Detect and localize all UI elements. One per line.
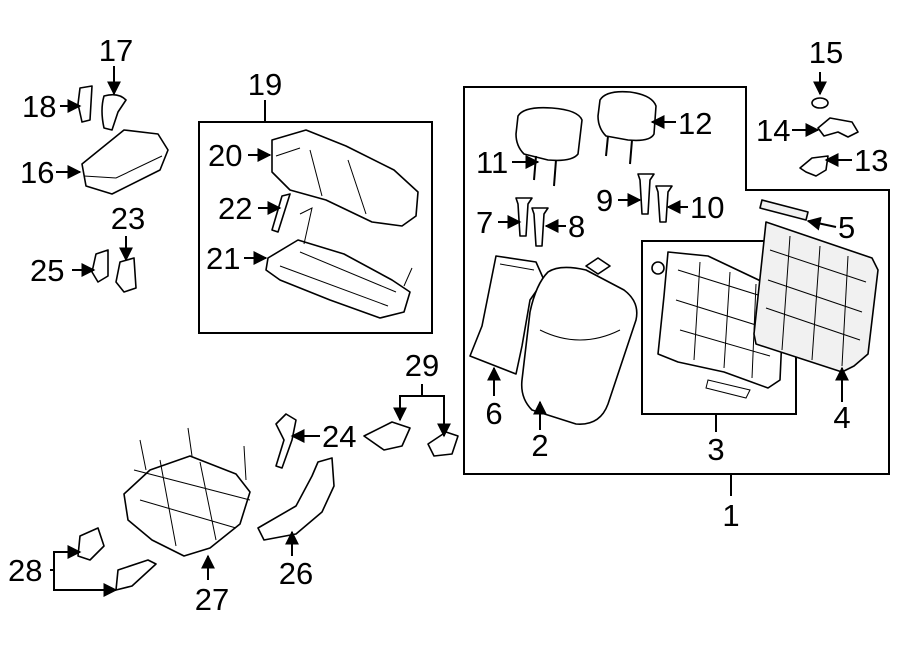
seat-track-27-part [123, 455, 251, 557]
leader-28a [50, 545, 82, 571]
pad-16-edge [83, 155, 163, 179]
headrest-12-post-b [629, 139, 633, 165]
callout-23: 23 [111, 201, 145, 236]
side-trim-6-detail [499, 263, 535, 271]
seatback-cover-2-part [520, 266, 638, 425]
callout-16: 16 [20, 155, 54, 190]
cushion-frame-21-hooks [299, 207, 413, 287]
trim-22-part [271, 193, 291, 233]
callout-4: 4 [833, 400, 850, 435]
seat-cushion-20-seams [275, 147, 367, 215]
leader-5 [806, 216, 837, 231]
callout-20: 20 [208, 138, 242, 173]
callout-21: 21 [206, 241, 240, 276]
guide-7-part [515, 197, 533, 237]
headrest-11-part [515, 106, 583, 162]
callout-13: 13 [854, 143, 888, 178]
headrest-12-post-a [605, 135, 609, 157]
seatback-frame-3-grid [675, 261, 775, 379]
callout-29: 29 [405, 348, 439, 383]
headrest-11-post-b [553, 159, 557, 187]
guide-10-part [655, 185, 673, 223]
guide-8-part [531, 207, 549, 247]
seatback-group-box [463, 86, 890, 475]
headrest-11-post-a [533, 155, 537, 181]
callout-12: 12 [678, 106, 712, 141]
callout-18: 18 [22, 89, 56, 124]
side-trim-6-part [469, 255, 545, 375]
callout-22: 22 [218, 191, 252, 226]
callout-8: 8 [568, 209, 585, 244]
callout-27: 27 [195, 582, 229, 617]
seat-cushion-20-part [271, 129, 419, 227]
seatback-frame-3-base [705, 379, 751, 399]
cushion-group-box [198, 121, 433, 334]
callout-28: 28 [8, 553, 42, 588]
bracket-13-part [799, 155, 829, 177]
leader-28b [53, 570, 118, 597]
callout-5: 5 [838, 210, 855, 245]
cap-part [811, 97, 829, 109]
clip-28a-part [77, 527, 105, 561]
seatback-frame-3-part [657, 251, 785, 389]
seatback-cover-2-seam [539, 329, 621, 341]
clip-28b-part [115, 559, 157, 591]
callout-1: 1 [722, 498, 739, 533]
back-panel-4-grid [765, 235, 867, 367]
bracket-14-part [817, 117, 859, 138]
callout-11: 11 [476, 145, 508, 180]
callout-3: 3 [707, 432, 724, 467]
callout-2: 2 [531, 428, 548, 463]
callout-10: 10 [690, 190, 724, 225]
callout-17: 17 [99, 33, 133, 68]
seat-track-27-structure [133, 427, 251, 547]
callout-24: 24 [322, 419, 356, 454]
clip-25-part [91, 249, 109, 283]
callout-6: 6 [485, 396, 502, 431]
callout-14: 14 [756, 113, 790, 148]
callout-26: 26 [279, 556, 313, 591]
patch-part [585, 257, 611, 275]
cushion-frame-21-part [265, 239, 411, 319]
callout-7: 7 [476, 205, 493, 240]
cover-26-part [257, 457, 335, 541]
callout-15: 15 [809, 35, 843, 70]
callout-9: 9 [596, 183, 613, 218]
leader-29a [393, 384, 423, 422]
cover-17-part [101, 93, 127, 131]
trim-24-part [275, 413, 297, 469]
bolt-part [651, 261, 665, 275]
callout-25: 25 [30, 253, 64, 288]
pad-16-part [81, 129, 169, 195]
cover-18-part [77, 85, 93, 123]
callout-19: 19 [248, 67, 282, 102]
headrest-12-part [597, 90, 657, 142]
cushion-frame-21-rails [279, 251, 397, 307]
clip-23-part [115, 257, 137, 293]
leader-29b [422, 395, 451, 438]
guide-9-part [637, 173, 655, 215]
bracket-29a-part [363, 421, 411, 451]
strip-5-part [759, 199, 809, 221]
